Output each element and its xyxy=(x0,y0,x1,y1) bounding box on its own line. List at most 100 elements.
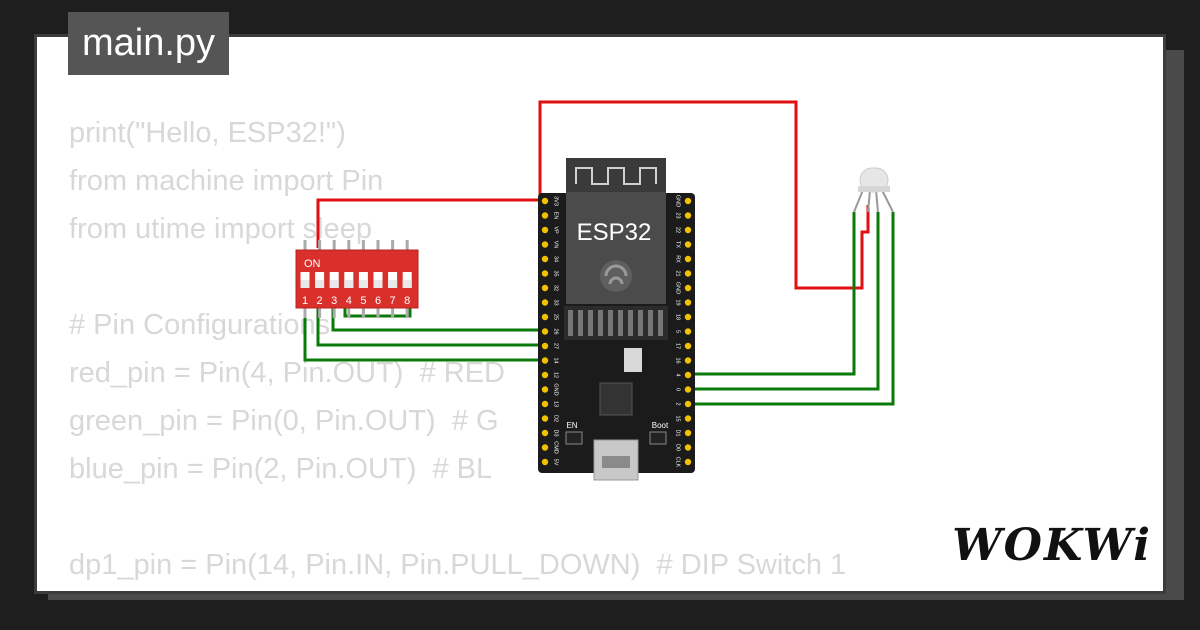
right-pin[interactable] xyxy=(684,357,692,364)
left-pin[interactable] xyxy=(541,255,549,263)
right-pin-label: 15 xyxy=(675,415,681,421)
left-pin-label: 35 xyxy=(553,270,559,276)
left-pin-label: 5V xyxy=(553,459,559,466)
left-pin[interactable] xyxy=(541,400,549,408)
right-pin-label: 23 xyxy=(675,212,681,218)
right-pin-label: 21 xyxy=(675,270,681,276)
right-pin-label: 19 xyxy=(675,299,681,305)
left-pin[interactable] xyxy=(541,313,549,321)
left-pin[interactable] xyxy=(541,284,549,292)
right-pin[interactable] xyxy=(684,371,692,379)
right-pin[interactable] xyxy=(684,400,692,408)
left-pin[interactable] xyxy=(541,458,549,466)
dip-number: 4 xyxy=(346,295,352,307)
dip-number: 2 xyxy=(317,295,323,307)
left-pin[interactable] xyxy=(541,444,549,451)
esp32-board[interactable]: ESP32 EN Boot 3V3ENVPVN34353233252627141… xyxy=(538,158,695,481)
left-pin-label: 13 xyxy=(553,401,559,407)
wires xyxy=(303,100,895,406)
code-line: blue_pin = Pin(2, Pin.OUT) # BL xyxy=(69,453,493,485)
right-pin[interactable] xyxy=(684,270,692,277)
left-pin[interactable] xyxy=(541,328,549,335)
left-pin[interactable] xyxy=(541,270,549,277)
regulator xyxy=(624,348,642,372)
left-pin-label: EN xyxy=(553,212,559,220)
left-pin[interactable] xyxy=(541,299,549,306)
left-pin-label: 14 xyxy=(553,357,559,363)
left-pin[interactable] xyxy=(541,226,549,234)
right-pin-label: 22 xyxy=(675,227,681,233)
espressif-logo-icon xyxy=(600,260,632,292)
dip-pin xyxy=(376,306,380,318)
left-pin-label: 34 xyxy=(553,256,559,262)
left-pin[interactable] xyxy=(541,241,549,248)
file-tab[interactable]: main.py xyxy=(68,12,230,75)
left-pin-label: CMD xyxy=(553,441,559,454)
right-pin-label: 0 xyxy=(675,388,681,391)
dip-pin xyxy=(332,306,336,318)
wire-led-blue xyxy=(690,212,895,406)
right-pin[interactable] xyxy=(684,284,692,292)
right-pin[interactable] xyxy=(684,241,692,248)
left-pin[interactable] xyxy=(541,371,549,379)
left-pin-label: 32 xyxy=(553,285,559,291)
right-pin[interactable] xyxy=(684,328,692,335)
left-pin[interactable] xyxy=(541,386,549,393)
right-pin[interactable] xyxy=(684,255,692,263)
right-pin[interactable] xyxy=(684,444,692,451)
left-pin-label: 3V3 xyxy=(553,196,559,206)
left-pin-label: D2 xyxy=(553,415,559,422)
right-pin[interactable] xyxy=(684,212,692,219)
dip-pin xyxy=(318,240,322,252)
right-pin-label: GND xyxy=(675,195,681,207)
wire-3v3-to-dip xyxy=(316,198,545,248)
right-pin[interactable] xyxy=(684,313,692,321)
dip-pin xyxy=(347,240,351,252)
left-pin-label: VP xyxy=(553,226,559,234)
right-pin[interactable] xyxy=(684,429,692,437)
right-pin-label: 16 xyxy=(675,357,681,363)
right-pin[interactable] xyxy=(684,342,692,350)
left-pin[interactable] xyxy=(541,357,549,364)
dip-number: 8 xyxy=(404,295,410,307)
wire-led-green xyxy=(690,212,880,391)
code-block: print("Hello, ESP32!")from machine impor… xyxy=(69,109,846,591)
right-pin[interactable] xyxy=(684,458,692,466)
dip-pin xyxy=(303,240,307,252)
right-pin-label: D1 xyxy=(675,429,681,436)
left-pin[interactable] xyxy=(541,415,549,422)
right-pin-label: 18 xyxy=(675,314,681,320)
dip-pin xyxy=(405,240,409,252)
wire-3v3-to-led xyxy=(538,100,870,290)
antenna-trace xyxy=(575,167,657,185)
code-line: green_pin = Pin(0, Pin.OUT) # G xyxy=(69,405,499,437)
dip-pin xyxy=(332,240,336,252)
left-pin[interactable] xyxy=(541,212,549,219)
boot-button xyxy=(649,431,667,445)
wire-led-red xyxy=(690,212,856,376)
code-line: # Pin Configurations xyxy=(69,309,331,341)
left-pin[interactable] xyxy=(541,342,549,350)
dip-number: 7 xyxy=(390,295,396,307)
dip-pin xyxy=(303,306,307,318)
en-button xyxy=(565,431,583,445)
right-pin[interactable] xyxy=(684,415,692,422)
right-pin-label: 5 xyxy=(675,330,681,333)
left-pin-label: GND xyxy=(553,383,559,395)
code-line: from machine import Pin xyxy=(69,165,384,197)
left-pin[interactable] xyxy=(541,197,549,205)
rgb-led[interactable] xyxy=(853,167,894,213)
right-pin[interactable] xyxy=(684,197,692,205)
code-line: from utime import sleep xyxy=(69,213,372,245)
right-pin-label: 17 xyxy=(675,343,681,349)
dip-number: 1 xyxy=(302,295,308,307)
board-label: ESP32 xyxy=(577,219,652,246)
right-pin[interactable] xyxy=(684,226,692,234)
right-pin-label: GND xyxy=(675,282,681,294)
right-pin[interactable] xyxy=(684,299,692,306)
right-pin[interactable] xyxy=(684,386,692,393)
left-pin[interactable] xyxy=(541,429,549,437)
dip-pin xyxy=(391,306,395,318)
